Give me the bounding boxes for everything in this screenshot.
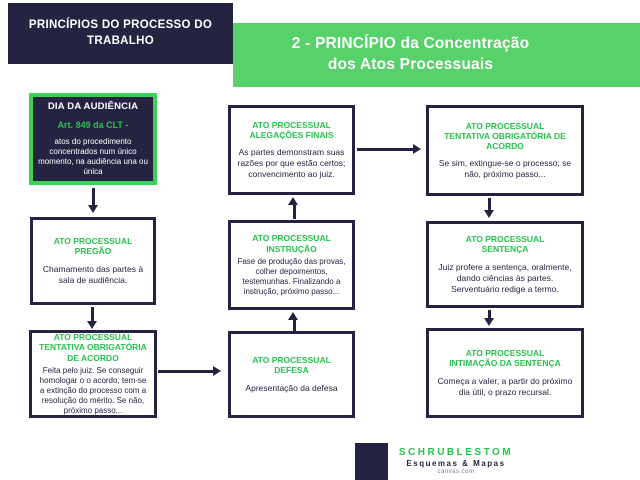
node-body: Chamamento das partes à sala de audiênci… [42,263,144,285]
header-title: PRINCÍPIOS DO PROCESSO DO TRABALHO [28,18,213,47]
node-body: Começa a valer, a partir do próximo dia … [437,375,573,397]
node-defesa: ATO PROCESSUAL DEFESA Apresentação da de… [228,331,355,418]
node-kicker: ATO PROCESSUAL [252,233,331,244]
node-sentenca: ATO PROCESSUAL SENTENÇA Juiz profere a s… [426,221,584,308]
arrowhead-right-icon [413,144,421,154]
arrowhead-up-icon [288,312,298,320]
arrow-dia-to-pregao [92,188,95,206]
node-title: TENTATIVA OBRIGATÓRIA DE ACORDO [39,342,147,363]
node-body: Juiz profere a sentença, oralmente, dand… [438,261,572,294]
arrowhead-up-icon [288,197,298,205]
arrow-defesa-to-instrucao [293,319,296,331]
node-instrucao: ATO PROCESSUAL INSTRUÇÃO Fase de produçã… [228,220,355,310]
arrowhead-down-icon [484,318,494,326]
footer-logo-square [355,443,388,480]
arrow-sentenca-to-intimacao [488,310,491,319]
arrowhead-down-icon [87,321,97,329]
banner-title-line2: dos Atos Processuais [327,56,494,73]
node-intimacao-sentenca: ATO PROCESSUAL INTIMAÇÃO DA SENTENÇA Com… [426,328,584,418]
node-kicker: ATO PROCESSUAL [252,355,331,366]
node-kicker: ATO PROCESSUAL [465,234,545,245]
arrow-pregao-to-tentativa [91,307,94,322]
node-tentativa-acordo-1: ATO PROCESSUAL TENTATIVA OBRIGATÓRIA DE … [29,330,157,418]
node-title: DIA DA AUDIÊNCIA [47,101,139,112]
node-alegacoes-finais: ATO PROCESSUAL ALEGAÇÕES FINAIS As parte… [228,105,355,195]
footer-tagline: Esquemas & Mapas [406,459,506,468]
header-title-box: PRINCÍPIOS DO PROCESSO DO TRABALHO [8,3,233,64]
node-body: Apresentação da defesa [245,382,338,393]
node-body: As partes demonstram suas razões por que… [237,147,346,180]
node-title: TENTATIVA OBRIGATÓRIA DE ACORDO [444,130,566,152]
banner-title-line1: 2 - PRINCÍPIO da Concentração [291,35,530,53]
footer-site: canvas.com [437,469,475,475]
node-kicker: ATO PROCESSUAL [53,332,133,343]
node-pregao: ATO PROCESSUAL PREGÃO Chamamento das par… [30,217,156,305]
node-kicker: ATO PROCESSUAL [465,120,545,131]
banner-title: 2 - PRINCÍPIO da Concentração dos Atos P… [243,34,578,76]
node-title: DEFESA [274,365,309,376]
node-tentativa-acordo-2: ATO PROCESSUAL TENTATIVA OBRIGATÓRIA DE … [426,105,584,196]
node-title: SENTENÇA [481,244,529,255]
arrowhead-down-icon [88,205,98,213]
node-title: INTIMAÇÃO DA SENTENÇA [449,358,561,369]
node-kicker: ATO PROCESSUAL [465,348,545,359]
arrow-alegacoes-to-tentativa2 [357,148,414,151]
node-body: Fase de produção das provas, colher depo… [237,256,346,296]
footer-brand-block: SCHRUBLESTOM Esquemas & Mapas canvas.com [386,447,526,475]
node-body: Se sim, extingue-se o processo; se não, … [438,158,572,180]
node-kicker: ATO PROCESSUAL [252,119,331,130]
arrowhead-right-icon [213,366,221,376]
footer-brand-name: SCHRUBLESTOM [398,447,514,458]
node-dia-da-audiencia: DIA DA AUDIÊNCIA Art. 849 da CLT - atos … [29,93,157,185]
arrowhead-down-icon [484,210,494,218]
banner: 2 - PRINCÍPIO da Concentração dos Atos P… [233,23,640,87]
node-title: PREGÃO [74,246,112,257]
node-title: INSTRUÇÃO [266,243,317,254]
arrow-tentativa-to-defesa [158,370,214,373]
arrow-instrucao-to-alegacoes [293,204,296,219]
node-title: ALEGAÇÕES FINAIS [249,129,334,140]
node-body: atos do procedimento concentrados num ún… [38,137,148,176]
node-article: Art. 849 da CLT - [57,120,129,130]
node-kicker: ATO PROCESSUAL [53,236,133,247]
node-body: Feita pelo juiz. Se conseguir homologar … [39,365,147,415]
arrow-tentativa2-to-sentenca [488,198,491,211]
